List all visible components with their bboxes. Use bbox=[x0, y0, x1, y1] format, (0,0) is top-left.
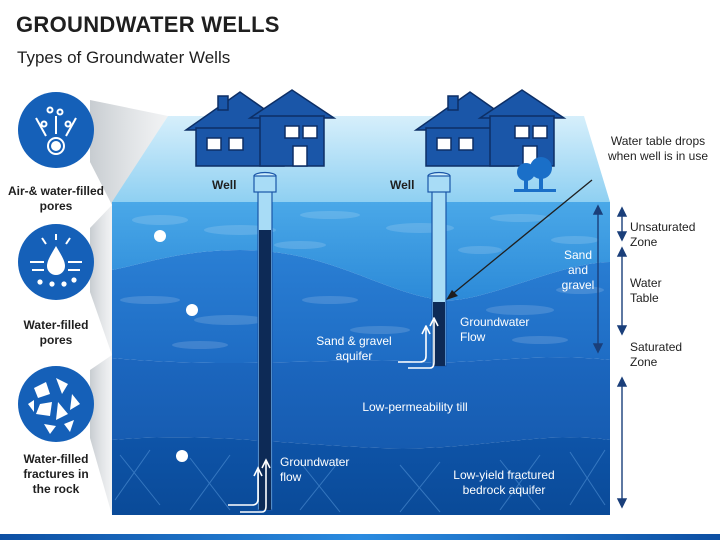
well-left-label: Well bbox=[212, 178, 237, 192]
house-left-icon bbox=[183, 89, 337, 167]
well-right-label: Well bbox=[390, 178, 415, 192]
beam-middle bbox=[90, 205, 112, 355]
till-layer bbox=[112, 357, 610, 449]
saturated-zone-label: Saturated Zone bbox=[630, 340, 683, 369]
groundwater-flow-lower-label: Groundwater flow bbox=[280, 455, 350, 484]
unsaturated-layer bbox=[112, 202, 610, 301]
groundwater-flow-upper-label: Groundwater Flow bbox=[460, 315, 530, 344]
page-title: GROUNDWATER WELLS bbox=[16, 12, 280, 37]
callout-line bbox=[449, 179, 593, 297]
bedrock-aquifer-label: Low-yield fractured bedrock aquifer bbox=[453, 468, 555, 497]
label-water-filled-pores: Water-filled pores bbox=[23, 318, 89, 347]
bottom-accent-bar bbox=[0, 534, 720, 540]
page-subtitle: Types of Groundwater Wells bbox=[17, 48, 231, 67]
trees-icon bbox=[514, 157, 556, 192]
sand-gravel-label: Sand and gravel bbox=[561, 248, 595, 292]
flow-arrows-upper bbox=[398, 317, 439, 369]
saturated-layer bbox=[112, 250, 610, 364]
water-table-label: Water Table bbox=[630, 276, 662, 305]
water-table-callout: Water table drops when well is in use bbox=[607, 134, 709, 163]
callout-arrowhead bbox=[446, 290, 458, 300]
pore-dot-bottom bbox=[176, 450, 188, 462]
air-water-pores-icon bbox=[18, 92, 94, 168]
well-left bbox=[253, 171, 277, 511]
flow-arrows-lower bbox=[228, 458, 271, 513]
beam-top bbox=[90, 100, 168, 205]
label-fractured-rock: Water-filled fractures in the rock bbox=[23, 452, 89, 496]
water-filled-pores-icon bbox=[18, 224, 94, 300]
low-permeability-label: Low-permeability till bbox=[362, 400, 468, 414]
unsaturated-zone-label: Unsaturated Zone bbox=[630, 220, 696, 249]
pore-dot-middle bbox=[186, 304, 198, 316]
label-air-water-pores: Air-& water-filled pores bbox=[8, 184, 105, 213]
bedrock-layer bbox=[112, 437, 610, 515]
pore-dot-top bbox=[154, 230, 166, 242]
sand-gravel-aquifer-label: Sand & gravel aquifer bbox=[316, 334, 392, 363]
zone-brackets bbox=[592, 204, 628, 509]
beam-bottom bbox=[90, 355, 112, 515]
fractured-rock-icon bbox=[18, 366, 94, 442]
house-right-icon bbox=[413, 89, 567, 167]
fracture-lines bbox=[114, 449, 606, 513]
